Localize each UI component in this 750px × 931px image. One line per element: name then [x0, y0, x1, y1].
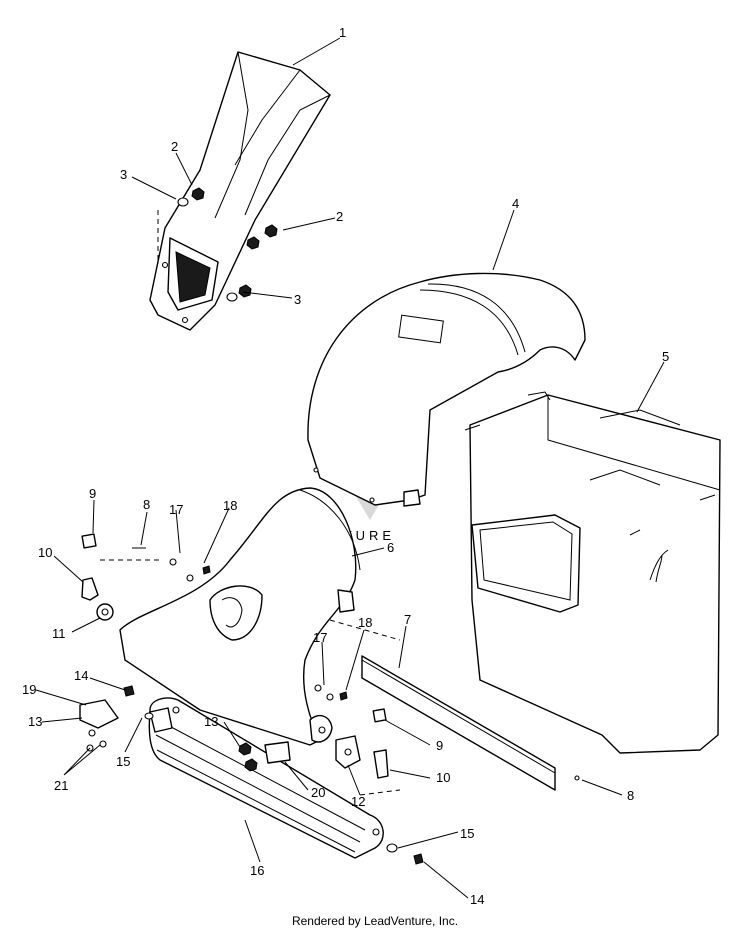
- blower-housing: [464, 391, 721, 754]
- callout-11: 11: [52, 626, 66, 641]
- callout-14: 14: [74, 668, 88, 683]
- callout-10: 10: [38, 545, 52, 560]
- callout-3b: 3: [294, 292, 301, 307]
- callout-13b: 13: [204, 714, 218, 729]
- callout-2b: 2: [336, 209, 343, 224]
- render-credit: Rendered by LeadVenture, Inc.: [291, 914, 459, 928]
- right-bracket-assembly: [238, 708, 424, 865]
- callout-5: 5: [662, 349, 669, 364]
- callout-17: 17: [169, 502, 183, 517]
- callout-20: 20: [311, 785, 325, 800]
- callout-10b: 10: [436, 770, 450, 785]
- callout-14b: 14: [470, 892, 484, 907]
- callout-8b: 8: [627, 788, 634, 803]
- callout-9b: 9: [436, 738, 443, 753]
- callout-19: 19: [22, 682, 36, 697]
- fan-housing: [119, 487, 361, 746]
- callout-21: 21: [54, 778, 68, 793]
- auger-housing: [148, 697, 384, 859]
- callout-labels: 1 2 3 2 3 4 5 9 8 17 18 10 6 11 7 17 18 …: [22, 25, 669, 907]
- scraper-bar: [361, 655, 580, 791]
- callout-17b: 17: [313, 630, 327, 645]
- callout-12: 12: [351, 794, 365, 809]
- callout-18: 18: [223, 498, 237, 513]
- leader-lines: [35, 37, 665, 899]
- callout-9: 9: [89, 486, 96, 501]
- chute-hardware: [157, 187, 278, 302]
- callout-8: 8: [143, 497, 150, 512]
- callout-7: 7: [404, 612, 411, 627]
- discharge-chute: [149, 51, 331, 331]
- callout-15: 15: [116, 754, 130, 769]
- callout-15b: 15: [460, 826, 474, 841]
- small-hardware: [100, 547, 401, 796]
- callout-4: 4: [512, 196, 519, 211]
- blower-cover: [307, 272, 586, 507]
- callout-18b: 18: [358, 615, 372, 630]
- callout-2: 2: [171, 139, 178, 154]
- callout-16: 16: [250, 863, 264, 878]
- callout-3: 3: [120, 167, 127, 182]
- callout-13: 13: [28, 714, 42, 729]
- callout-6: 6: [387, 540, 394, 555]
- callout-1: 1: [339, 25, 346, 40]
